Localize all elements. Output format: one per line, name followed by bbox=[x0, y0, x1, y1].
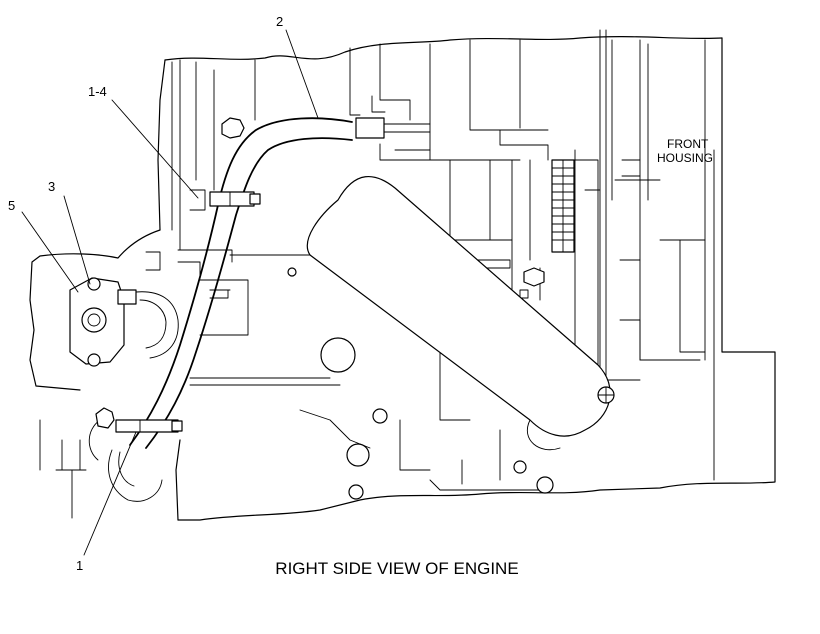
diagram-caption: RIGHT SIDE VIEW OF ENGINE bbox=[275, 559, 518, 578]
leader-lines bbox=[21, 29, 319, 556]
gear-teeth bbox=[551, 159, 575, 253]
leader-1-4 bbox=[111, 99, 199, 199]
upper-tube-clamp bbox=[209, 191, 261, 207]
callout-5: 5 bbox=[8, 198, 15, 213]
upper-components bbox=[349, 39, 549, 421]
leader-1 bbox=[83, 431, 137, 556]
sensor-bracket bbox=[69, 277, 179, 367]
lower-left-parts bbox=[39, 407, 163, 519]
callout-1: 1 bbox=[76, 558, 83, 573]
left-upper-components bbox=[145, 59, 256, 279]
leader-5 bbox=[21, 211, 79, 293]
front-housing-label-line1: FRONT bbox=[667, 137, 709, 151]
lower-tube-clamp bbox=[115, 419, 183, 433]
lower-block-body bbox=[189, 254, 554, 500]
front-housing-label-line2: HOUSING bbox=[657, 151, 713, 165]
tube-assembly bbox=[115, 117, 353, 449]
leader-2 bbox=[285, 29, 319, 119]
callout-3: 3 bbox=[48, 179, 55, 194]
callout-1-4: 1-4 bbox=[88, 84, 107, 99]
front-housing-region bbox=[559, 29, 715, 481]
diagonal-tube-housing bbox=[306, 175, 615, 451]
leader-3 bbox=[63, 195, 91, 285]
callout-2: 2 bbox=[276, 14, 283, 29]
engine-block-outline bbox=[29, 35, 776, 521]
